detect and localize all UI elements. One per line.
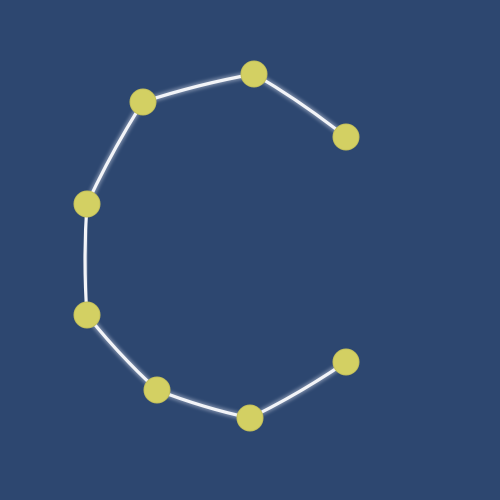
node-8	[332, 348, 360, 376]
node-6	[143, 376, 171, 404]
node-2	[240, 60, 268, 88]
node-4	[73, 190, 101, 218]
node-3	[129, 88, 157, 116]
node-layer	[73, 60, 360, 432]
node-1	[332, 123, 360, 151]
node-5	[73, 301, 101, 329]
node-7	[236, 404, 264, 432]
